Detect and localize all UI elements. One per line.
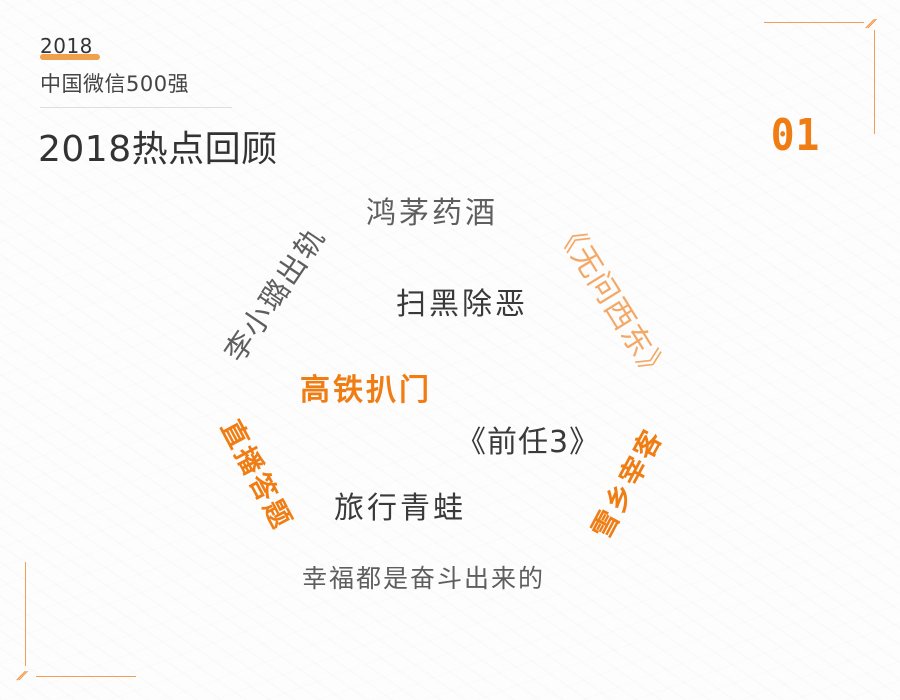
year-label: 2018 <box>40 34 93 58</box>
year-text: 2018 <box>40 34 93 58</box>
subtitle: 中国微信500强 <box>40 72 190 96</box>
frame-bottom-line <box>36 676 136 677</box>
keyword-hongmao-wine: 鸿茅药酒 <box>366 196 498 231</box>
page-number: 01 <box>770 110 821 161</box>
frame-left-line <box>25 562 26 666</box>
page-title: 2018热点回顾 <box>38 129 278 170</box>
keyword-xingfu-fendou: 幸福都是奋斗出来的 <box>302 564 546 593</box>
keyword-lvxing-qingwa: 旅行青蛙 <box>334 491 466 526</box>
keyword-saohei-chue: 扫黑除恶 <box>396 287 528 322</box>
keyword-qianren3: 《前任3》 <box>456 425 601 460</box>
frame-right-line <box>874 30 875 134</box>
keyword-gaotie-bamen: 高铁扒门 <box>300 373 432 408</box>
year-highlight-bar <box>40 54 100 60</box>
frame-top-line <box>764 22 864 23</box>
header-divider <box>40 107 232 108</box>
